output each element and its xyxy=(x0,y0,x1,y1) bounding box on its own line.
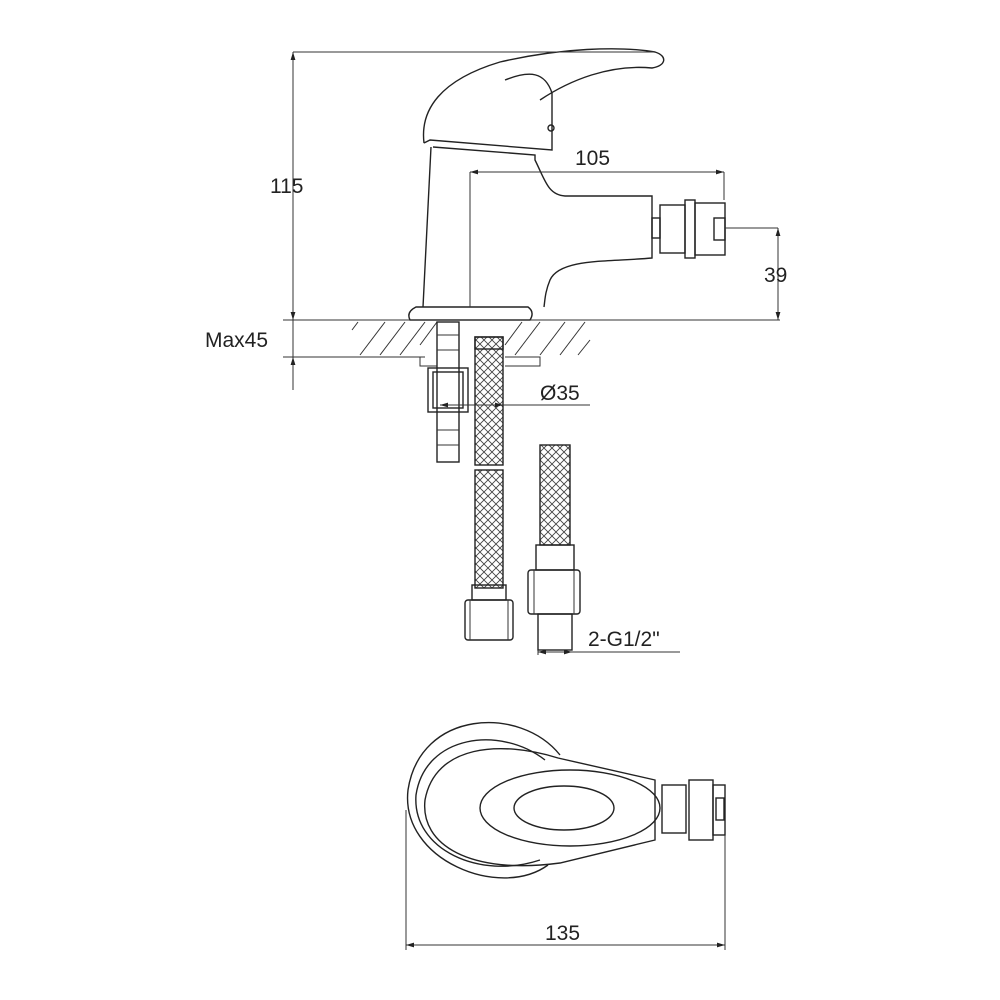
dim-connection-thread: 2-G1/2" xyxy=(588,628,660,651)
dim-max-deck: Max45 xyxy=(205,329,268,352)
dim-spout-reach: 105 xyxy=(575,147,610,170)
dim-total-length: 135 xyxy=(545,922,580,945)
faucet-body xyxy=(422,146,653,308)
dimension-lines xyxy=(290,51,781,655)
base-plate xyxy=(408,306,533,321)
handle-lever xyxy=(422,48,665,151)
dim-total-height: 115 xyxy=(270,175,303,198)
faucet-side-view xyxy=(408,48,726,321)
faucet-top-view xyxy=(405,721,726,950)
dim-hole-diameter: Ø35 xyxy=(540,382,580,405)
spray-connector xyxy=(651,199,726,259)
dim-spray-height: 39 xyxy=(764,264,787,287)
supply-pipes xyxy=(427,321,581,651)
counter-top xyxy=(283,319,780,367)
